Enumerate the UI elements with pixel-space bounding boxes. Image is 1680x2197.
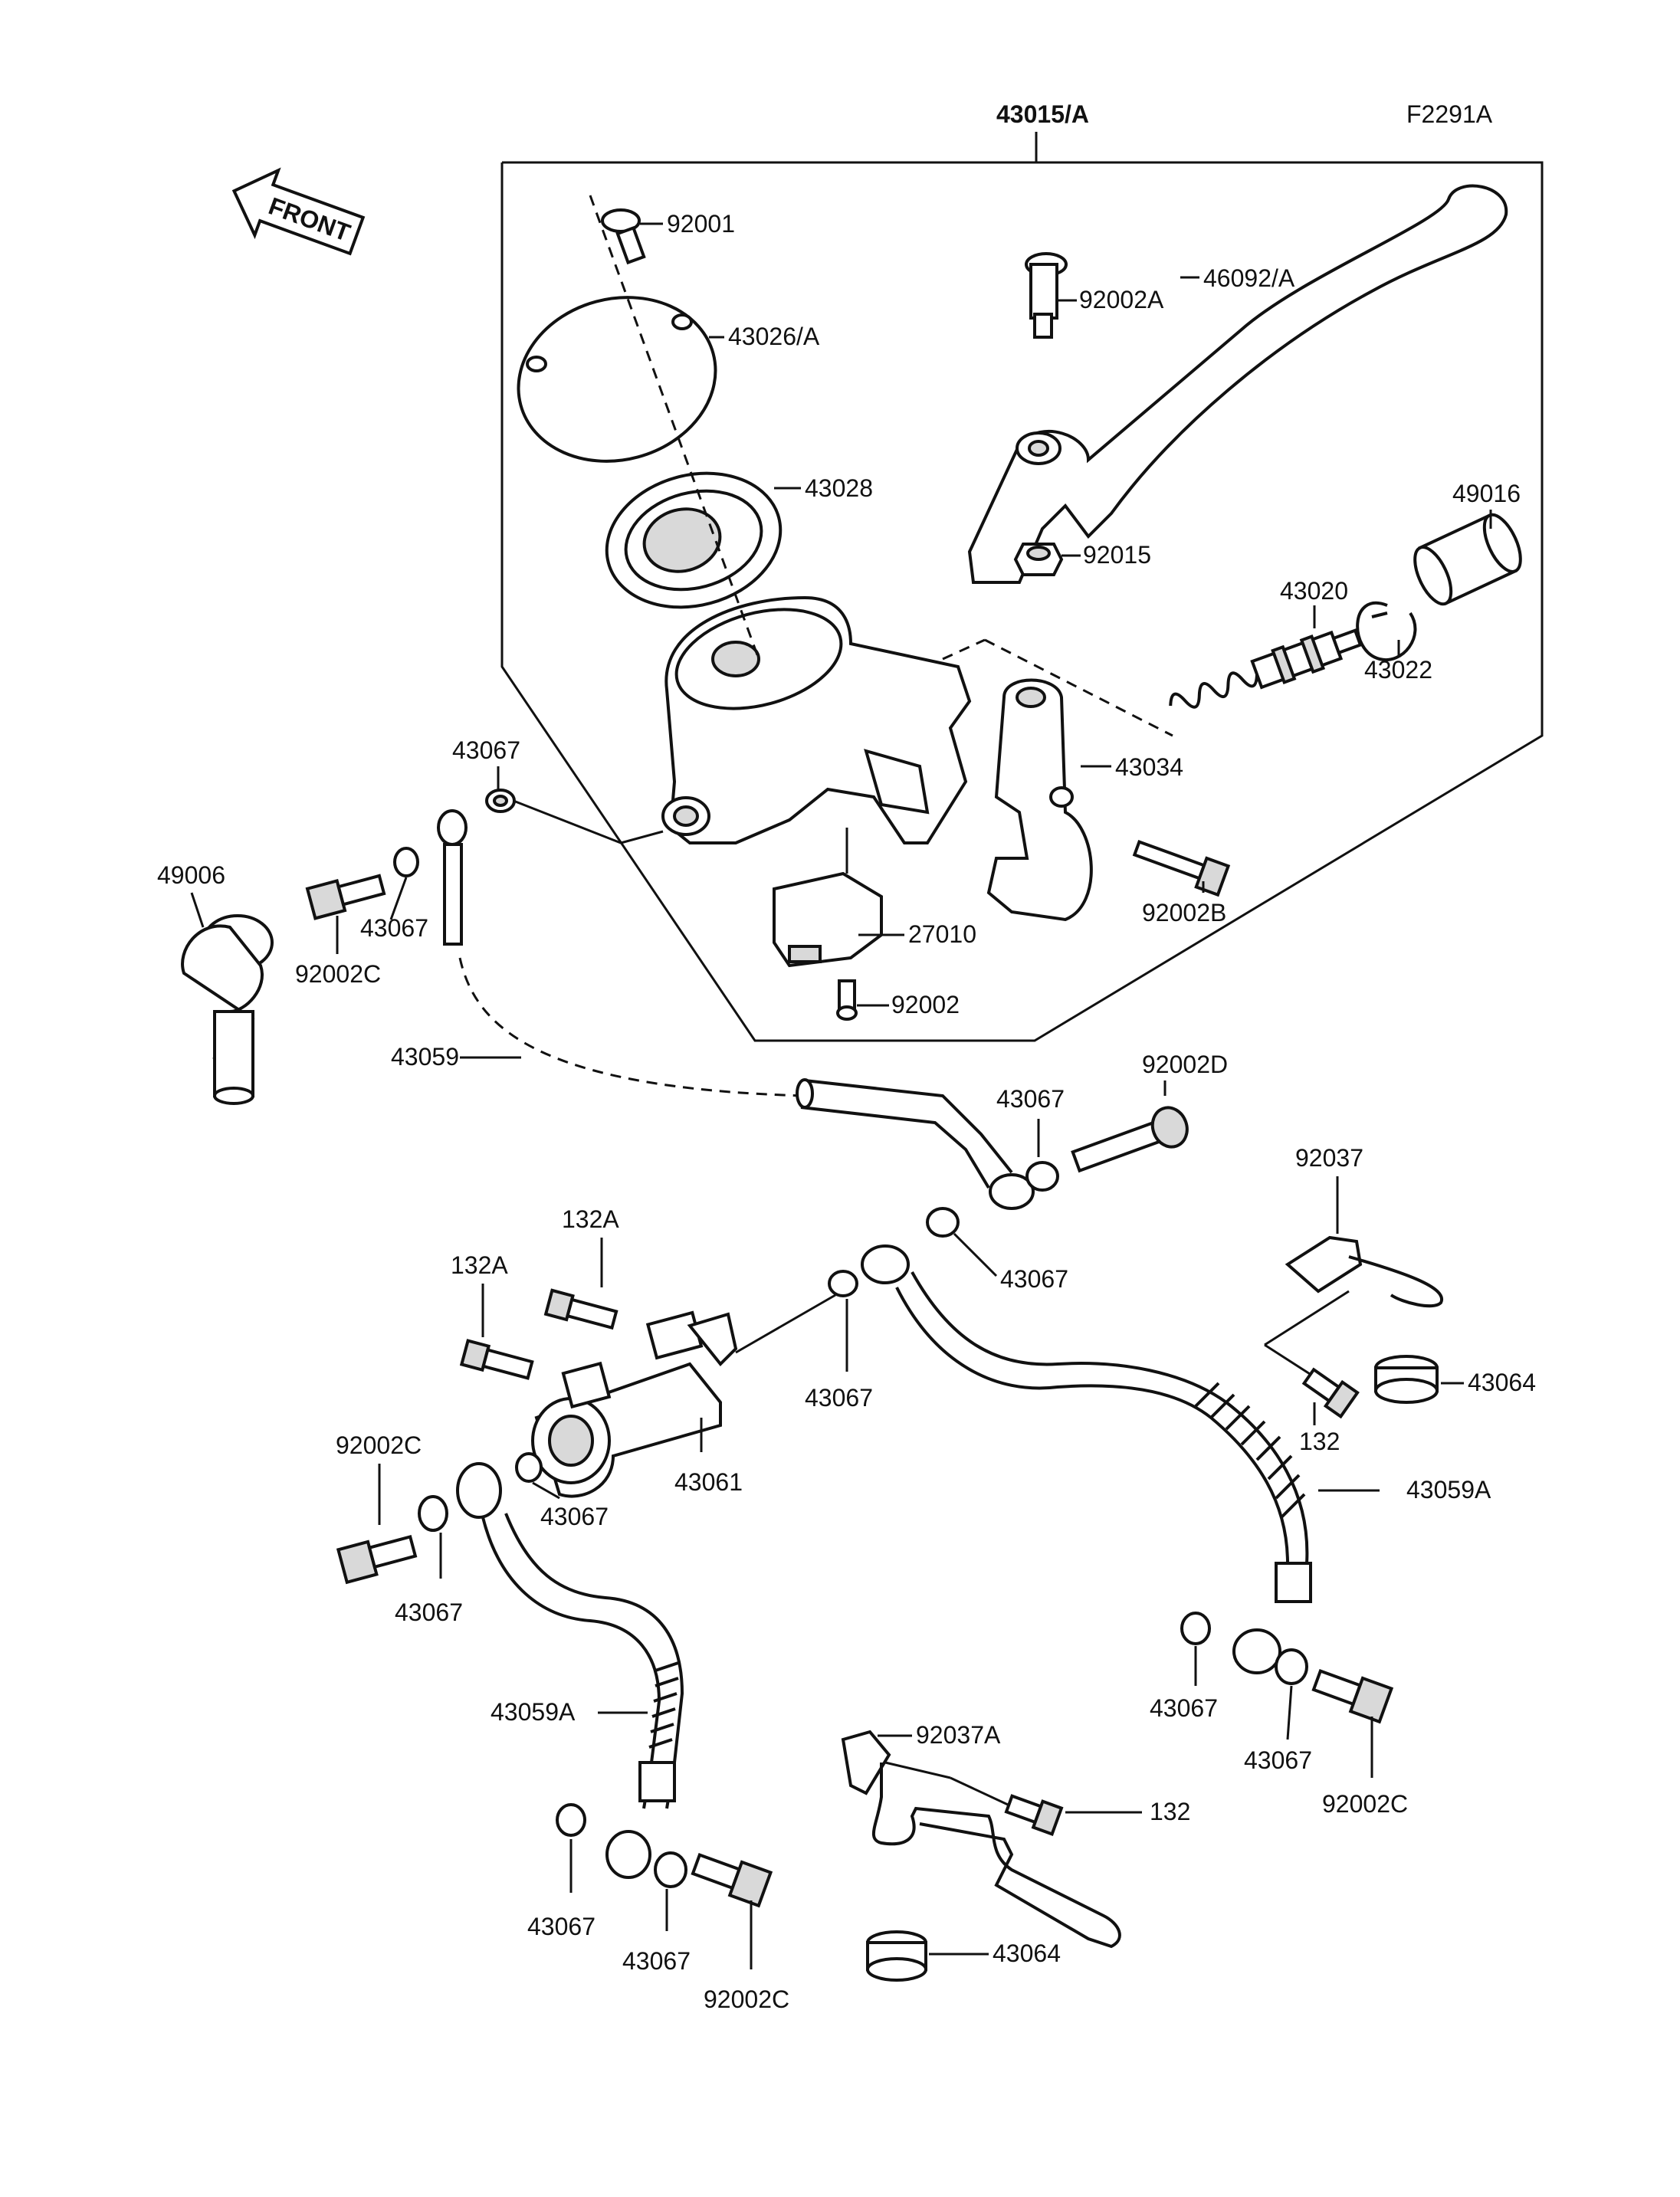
clamp-holder <box>986 678 1093 922</box>
callout-43064-a: 43064 <box>1468 1369 1536 1396</box>
bolt-92002D <box>1071 1106 1189 1173</box>
washer-43067-k <box>1275 1648 1308 1685</box>
front-arrow-icon: FRONT <box>231 167 366 256</box>
callout-43067-a: 43067 <box>452 736 520 764</box>
callout-132A-b: 132A <box>451 1251 508 1279</box>
clip-92037A <box>841 1730 1121 1949</box>
assembly-label: 43015/A <box>996 100 1089 128</box>
washer-43067-h <box>556 1803 586 1837</box>
callout-49016: 49016 <box>1452 480 1521 507</box>
bolt-132-a <box>1301 1367 1360 1419</box>
callout-43067-d: 43067 <box>1000 1265 1068 1293</box>
callout-43067-h: 43067 <box>527 1913 596 1940</box>
pivot-bolt-92002A <box>1025 252 1068 339</box>
callout-132A-a: 132A <box>562 1205 619 1233</box>
wheel-cylinder-43061 <box>531 1310 738 1498</box>
callout-43067-k: 43067 <box>1244 1746 1312 1774</box>
callout-43067-e: 43067 <box>805 1384 873 1412</box>
washer-43067-g <box>418 1495 448 1532</box>
bolt-132-b <box>1004 1794 1064 1837</box>
bolt-92002C-d <box>1311 1668 1394 1724</box>
callout-92002C-d: 92002C <box>1322 1790 1408 1818</box>
nut-92015 <box>1013 543 1064 576</box>
diaphragm <box>605 471 783 609</box>
callout-92002C-a: 92002C <box>295 960 381 988</box>
hose-43059 <box>458 957 806 1097</box>
brake-light-switch <box>773 871 883 968</box>
callout-43059A-a: 43059A <box>1406 1476 1491 1503</box>
banjo-leader <box>513 799 622 844</box>
callout-27010: 27010 <box>908 920 976 948</box>
callout-43034: 43034 <box>1115 753 1183 781</box>
callout-132-b: 132 <box>1150 1798 1190 1825</box>
bolt-92002C-b <box>336 1535 418 1585</box>
bolt-92002C-c <box>691 1852 773 1908</box>
callout-43067-b: 43067 <box>360 914 428 942</box>
washer-43067-f <box>515 1452 543 1483</box>
plug-43064-b <box>866 1930 927 1982</box>
reservoir-cap <box>517 296 717 463</box>
callout-43026A: 43026/A <box>728 323 820 350</box>
callout-43067-i: 43067 <box>622 1947 691 1975</box>
hose-43059A-left <box>456 1462 684 1879</box>
callout-92002: 92002 <box>891 991 960 1018</box>
callout-43022: 43022 <box>1364 656 1432 684</box>
figure-code: F2291A <box>1406 100 1493 128</box>
callout-43067-f: 43067 <box>540 1503 609 1530</box>
callout-92037A: 92037A <box>916 1721 1001 1749</box>
callout-43064-b: 43064 <box>993 1940 1061 1967</box>
washer-43067-c <box>1025 1161 1059 1192</box>
callout-132-a: 132 <box>1299 1428 1340 1455</box>
callout-43020: 43020 <box>1280 577 1348 605</box>
washer-43067-a <box>485 789 516 813</box>
callout-43067-j: 43067 <box>1150 1694 1218 1722</box>
callout-43059A-b: 43059A <box>491 1698 576 1726</box>
callout-92002C-c: 92002C <box>704 1985 789 2013</box>
brake-lever <box>967 184 1508 584</box>
circlip <box>1356 602 1417 662</box>
callout-92002B: 92002B <box>1142 899 1226 926</box>
callout-43067-c: 43067 <box>996 1085 1065 1113</box>
washer-43067-j <box>1180 1612 1211 1645</box>
callout-92001: 92001 <box>667 210 735 238</box>
piston-assembly <box>1169 628 1363 709</box>
callout-49006: 49006 <box>157 861 225 889</box>
hose-43059-end <box>796 1078 1035 1210</box>
banjo-fitting-upper <box>437 809 468 946</box>
callout-92015: 92015 <box>1083 541 1151 569</box>
clip-92037 <box>1285 1235 1444 1308</box>
bolt-132A-a <box>543 1288 619 1330</box>
hose-43059A-right <box>861 1244 1312 1674</box>
assembly-boundary <box>500 161 1544 1042</box>
plug-43064-a <box>1374 1355 1439 1404</box>
callout-92002A: 92002A <box>1079 286 1164 313</box>
bolt-92002B <box>1132 839 1231 897</box>
washer-43067-i <box>654 1851 687 1888</box>
dust-boot <box>1413 513 1522 606</box>
bolt-92002C-a <box>305 874 386 920</box>
screw-92002 <box>836 979 858 1021</box>
bolt-132A-b <box>459 1339 534 1380</box>
callout-92002D: 92002D <box>1142 1051 1228 1078</box>
callout-43067-g: 43067 <box>395 1599 463 1626</box>
callout-43059: 43059 <box>391 1043 459 1071</box>
washer-43067-b <box>393 847 419 877</box>
callout-92002C-b: 92002C <box>336 1431 422 1459</box>
master-cylinder-body <box>661 595 972 844</box>
callout-43028: 43028 <box>805 474 873 502</box>
callout-43061: 43061 <box>674 1468 743 1496</box>
cap-49006 <box>181 914 274 1105</box>
washer-43067-d <box>926 1207 960 1238</box>
callout-46092A: 46092/A <box>1203 264 1295 292</box>
washer-43067-e <box>828 1270 858 1297</box>
callout-92037: 92037 <box>1295 1144 1363 1172</box>
screw-92001 <box>601 208 646 265</box>
